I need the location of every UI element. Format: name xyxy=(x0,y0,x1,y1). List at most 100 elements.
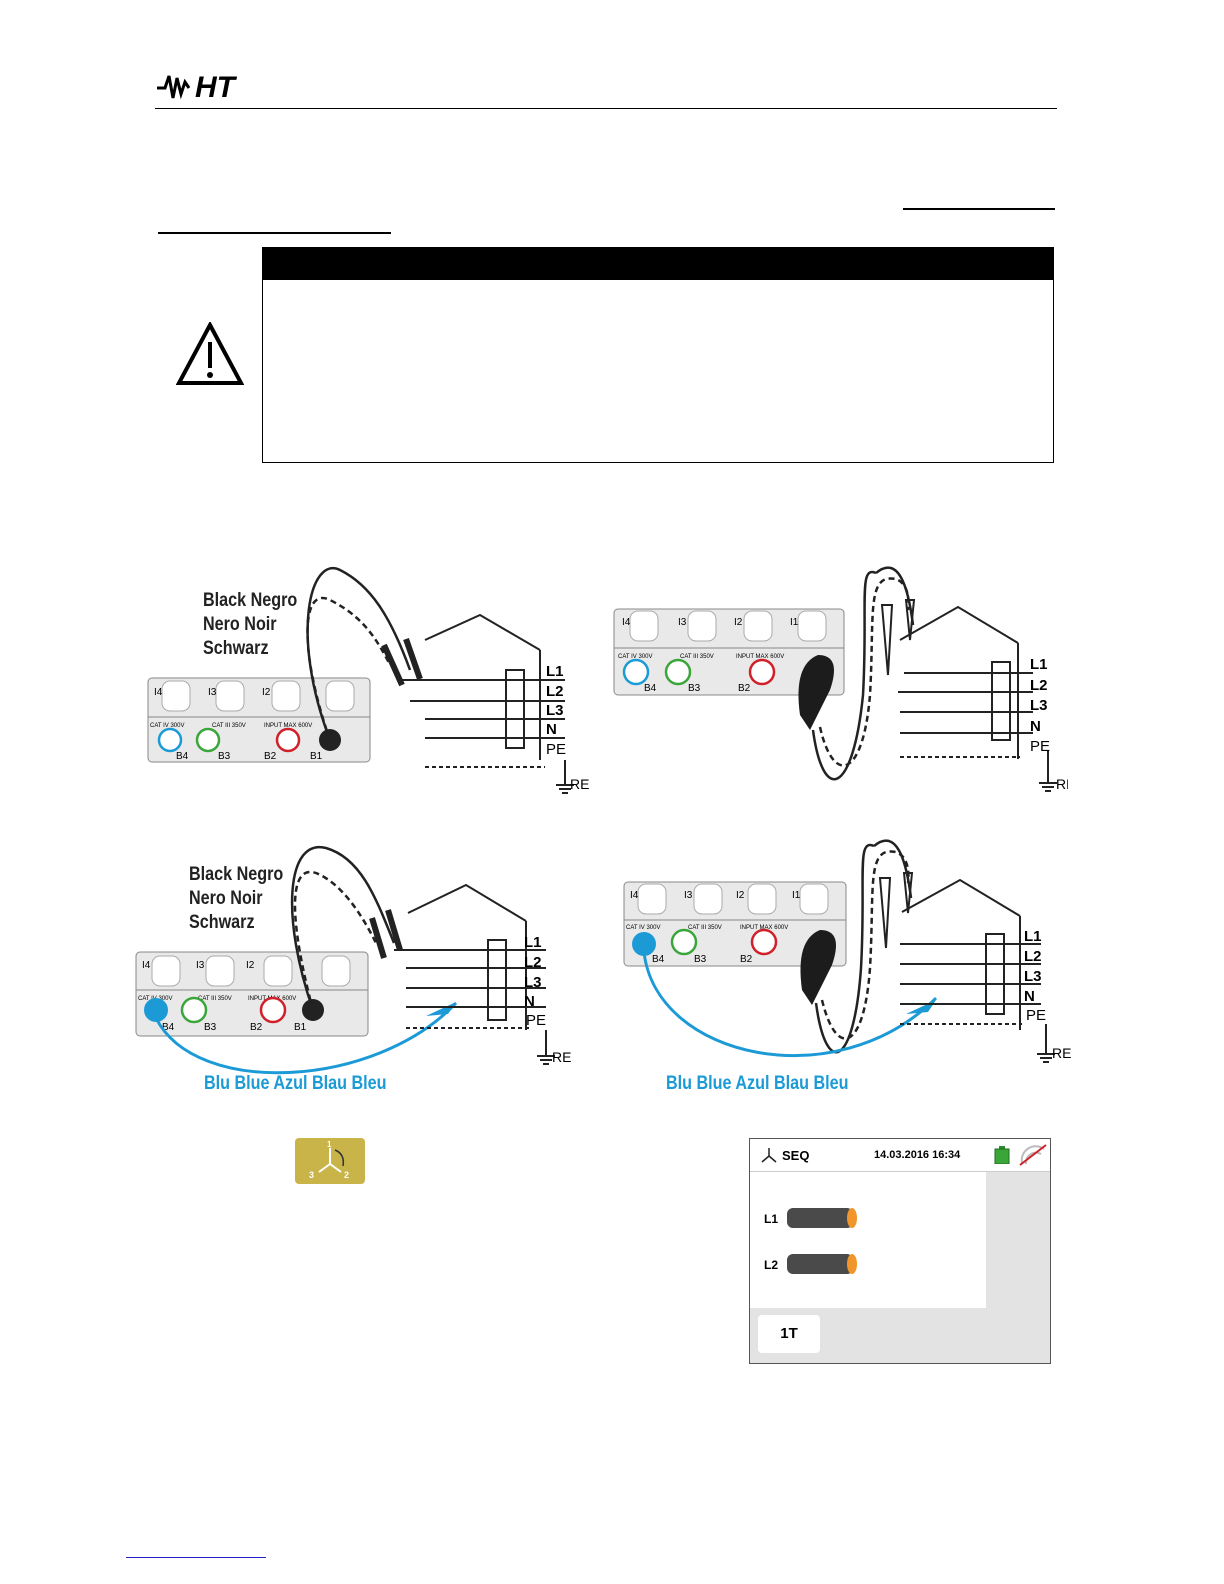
svg-text:B4: B4 xyxy=(652,954,665,965)
svg-text:CAT IV 300V: CAT IV 300V xyxy=(150,723,184,729)
svg-text:I2: I2 xyxy=(736,890,745,901)
svg-text:L1: L1 xyxy=(524,934,542,951)
svg-text:B4: B4 xyxy=(644,683,657,694)
warning-box xyxy=(262,247,1054,463)
svg-text:CAT IV 300V: CAT IV 300V xyxy=(626,925,660,931)
figure-black-blue-probe-meter: I4 I3 I2 CAT IV 300V CAT III 350V INPUT … xyxy=(135,845,571,1075)
wire-label-blue: Blu Blue Azul Blau Bleu xyxy=(666,1073,849,1094)
svg-text:PE: PE xyxy=(1030,738,1050,755)
svg-text:PE: PE xyxy=(526,1012,546,1029)
svg-text:CAT III 350V: CAT III 350V xyxy=(680,654,714,660)
wire-label-black: Schwarz xyxy=(189,912,255,933)
svg-text:I4: I4 xyxy=(622,617,631,628)
svg-text:B4: B4 xyxy=(162,1022,175,1033)
svg-text:RE: RE xyxy=(552,1049,571,1065)
wire-label-black: Black Negro xyxy=(203,590,298,611)
svg-text:B1: B1 xyxy=(310,751,323,762)
svg-text:I4: I4 xyxy=(142,960,151,971)
svg-text:N: N xyxy=(1024,988,1035,1005)
svg-text:I4: I4 xyxy=(154,687,163,698)
seq-function-button[interactable]: 1 3 2 xyxy=(295,1138,365,1184)
svg-text:RE: RE xyxy=(570,776,589,792)
svg-text:B2: B2 xyxy=(740,954,753,965)
footer-link-rule xyxy=(126,1557,266,1558)
figure-black-probe-meter: I4 I3 I2 CAT IV 300V CAT III 350V INPUT … xyxy=(147,567,589,794)
svg-text:B3: B3 xyxy=(688,683,701,694)
svg-text:B2: B2 xyxy=(264,751,277,762)
svg-text:I1: I1 xyxy=(790,617,799,628)
svg-text:INPUT MAX 600V: INPUT MAX 600V xyxy=(264,723,312,729)
underline xyxy=(158,232,391,234)
header-rule xyxy=(155,108,1057,109)
svg-text:N: N xyxy=(1030,718,1041,735)
phase-cable-l2 xyxy=(787,1254,857,1274)
svg-text:I2: I2 xyxy=(246,960,255,971)
svg-text:I3: I3 xyxy=(208,687,217,698)
phase-rotation-icon xyxy=(761,1148,777,1163)
svg-text:I4: I4 xyxy=(630,890,639,901)
wire-label-black: Nero Noir xyxy=(189,888,263,909)
svg-text:L3: L3 xyxy=(524,974,542,991)
figure-black-crocodile-meter: I4 I3 I2 I1 CAT IV 300V CAT III 350V INP… xyxy=(613,566,1068,792)
wire-label-blue: Blu Blue Azul Blau Bleu xyxy=(204,1073,387,1094)
phase-cable-l1 xyxy=(787,1208,857,1228)
svg-text:RE: RE xyxy=(1052,1045,1071,1061)
svg-text:PE: PE xyxy=(1026,1007,1046,1024)
svg-text:CAT IV 300V: CAT IV 300V xyxy=(618,654,652,660)
svg-text:N: N xyxy=(546,721,557,738)
screen-side-panel xyxy=(986,1172,1050,1308)
svg-text:3: 3 xyxy=(309,1170,314,1180)
svg-text:PE: PE xyxy=(546,741,566,758)
svg-text:B2: B2 xyxy=(250,1022,263,1033)
instrument-panel: I4 I3 I2 CAT IV 300V CAT III 350V INPUT … xyxy=(147,677,371,763)
svg-text:CAT III 350V: CAT III 350V xyxy=(198,996,232,1002)
phase-label-l2: L2 xyxy=(764,1258,779,1272)
svg-text:L2: L2 xyxy=(524,954,542,971)
svg-text:L1: L1 xyxy=(1024,928,1042,945)
svg-text:L2: L2 xyxy=(1024,948,1042,965)
svg-text:INPUT MAX 600V: INPUT MAX 600V xyxy=(736,654,784,660)
svg-text:N: N xyxy=(524,993,535,1010)
svg-text:RE: RE xyxy=(1056,776,1068,792)
svg-text:2: 2 xyxy=(344,1170,349,1180)
svg-text:CAT III 350V: CAT III 350V xyxy=(212,723,246,729)
svg-text:CAT III 350V: CAT III 350V xyxy=(688,925,722,931)
warning-header-bar xyxy=(263,248,1053,280)
svg-text:L1: L1 xyxy=(546,663,564,680)
instrument-panel: I4 I3 I2 I1 CAT IV 300V CAT III 350V INP… xyxy=(613,608,845,696)
warning-icon xyxy=(176,322,244,385)
svg-text:I3: I3 xyxy=(684,890,693,901)
wire-label-black: Nero Noir xyxy=(203,614,277,635)
svg-text:L1: L1 xyxy=(1030,656,1048,673)
svg-text:L3: L3 xyxy=(1024,968,1042,985)
svg-text:B1: B1 xyxy=(294,1022,307,1033)
svg-text:L3: L3 xyxy=(1030,697,1048,714)
phase-label-l1: L1 xyxy=(764,1212,779,1226)
svg-text:I1: I1 xyxy=(792,890,801,901)
ht-logo: HT xyxy=(157,71,238,104)
underline xyxy=(903,208,1055,210)
wire-label-black: Black Negro xyxy=(189,864,284,885)
phase-rotation-icon: 1 3 2 xyxy=(309,1140,349,1180)
instrument-panel: I4 I3 I2 I1 CAT IV 300V CAT III 350V INP… xyxy=(623,881,847,967)
screen-bottom-bar: 1T xyxy=(750,1308,1050,1363)
svg-text:INPUT MAX 600V: INPUT MAX 600V xyxy=(740,925,788,931)
screen-header: SEQ 14.03.2016 16:34 xyxy=(750,1139,1050,1172)
svg-text:1: 1 xyxy=(327,1140,332,1149)
logo-text: HT xyxy=(195,71,238,104)
svg-text:L3: L3 xyxy=(546,702,564,719)
instrument-screen: SEQ 14.03.2016 16:34 L1 L2 1T xyxy=(749,1138,1051,1364)
screen-title: SEQ xyxy=(782,1148,810,1163)
instrument-panel: I4 I3 I2 CAT IV 300V CAT III 350V INPUT … xyxy=(135,951,369,1037)
svg-text:B3: B3 xyxy=(694,954,707,965)
svg-text:I2: I2 xyxy=(262,687,271,698)
screen-datetime: 14.03.2016 16:34 xyxy=(874,1149,961,1161)
battery-icon xyxy=(994,1146,1010,1164)
svg-text:B3: B3 xyxy=(218,751,231,762)
wireless-off-icon xyxy=(1019,1144,1047,1166)
one-terminal-button[interactable]: 1T xyxy=(758,1315,820,1353)
svg-text:L2: L2 xyxy=(1030,677,1048,694)
svg-text:I3: I3 xyxy=(678,617,687,628)
svg-text:B3: B3 xyxy=(204,1022,217,1033)
svg-text:B2: B2 xyxy=(738,683,751,694)
